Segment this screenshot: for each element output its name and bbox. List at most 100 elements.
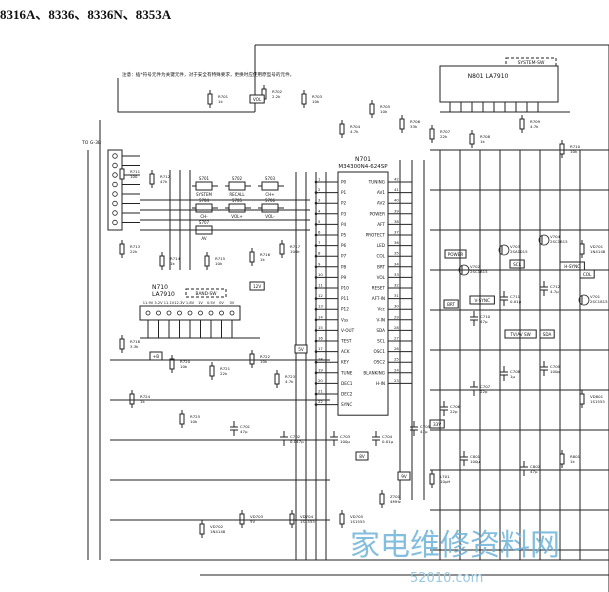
mcu-pin-left-label: P0 [341,180,347,185]
resistor-body [339,123,345,135]
transistor-body [538,234,550,246]
component-value: 10k [570,149,578,154]
regulator-pin [229,310,235,316]
mcu-pin-left-label: P8 [341,264,347,269]
net-label: SDA [543,332,552,337]
resistor-body [369,103,375,115]
net-label-box [294,344,308,354]
net-label-box [444,249,467,259]
mcu-pin-right-label: RESET [372,286,386,291]
component-value: 33k [410,124,418,129]
component-ref: R801 [570,454,581,459]
connector-pin [112,191,118,197]
mcu-pin-number: 17 [318,346,323,351]
mcu-pin-right-label: BRT [377,264,385,269]
component-ref: V701 [590,294,601,299]
component-ref: R714 [170,256,181,261]
mcu-pin-number: 13 [318,304,323,309]
net-label: 9V [401,474,407,479]
mcu-pin-left-label: P9 [341,275,347,280]
component-ref: R704 [350,124,361,129]
key-switch-ref: S703 [265,176,276,181]
component-value: 2SC1815 [470,269,488,274]
key-switch-recall [228,181,246,191]
mcu-part-label: M34300N4-624SP [338,164,388,170]
key-switch-label: AV [201,236,206,241]
component-value: 22p [450,409,458,414]
mcu-pin-right-label: AFT-IN [372,296,385,301]
component-ref: C801 [470,454,481,459]
net-label-box [249,281,265,291]
mcu-pin-left-label: SYNC [341,402,352,407]
component-value: 100p [550,369,560,374]
mcu-pin-left-label: P6 [341,243,347,248]
component-value: 5V [250,519,255,524]
component-ref: Z701 [390,494,401,499]
mcu-pin-number: 21 [318,389,323,394]
component-ref: C712 [550,284,561,289]
mcu-pin-number: 10 [318,272,323,277]
mcu-pin-right-label: LED [377,243,385,248]
mcu-pin-right-label: V-IN [377,317,386,322]
net-label: 5V [298,347,304,352]
mcu-pin-right-label: AV2 [377,201,385,206]
component-value: 1k [140,399,145,404]
regulator-n801-label: N801 LA7910 [468,73,509,80]
component-value: 10k [312,99,320,104]
component-ref: R710 [570,144,581,149]
resistor-body [274,373,280,385]
regulator-pin-voltage: 0V [219,301,224,305]
regulator-pin-voltage: 1.8V [186,301,195,305]
mcu-pin-right-label: AV1 [377,190,385,195]
mcu-pin-left-label: P3 [341,211,347,216]
component-value: 0.01μ [510,299,522,304]
mcu-pin-number: 19 [318,367,323,372]
transistor-body [578,294,590,306]
band-sw-box [185,288,227,298]
net-label-box [429,419,445,429]
key-switch-label: SYSTEM [196,192,212,197]
component-ref: VD703 [250,514,264,519]
resistor-body [559,143,565,155]
component-ref: R709 [530,119,541,124]
component-ref: R708 [480,134,491,139]
mcu-pin-right-label: VOL [377,275,386,280]
resistor-body [519,118,525,130]
mcu-pin-number: 33 [394,272,399,277]
mcu-pin-left-label: TUNE [340,370,353,375]
mcu-pin-left-label: TEST [340,339,352,344]
mcu-pin-number: 18 [318,357,323,362]
mcu-pin-right-label: POWER [369,211,385,216]
mcu-pin-left-label: KEY [341,360,349,365]
mcu-pin-number: 38 [394,219,399,224]
connector-xs701-label: TO G-3B [81,140,101,146]
component-ref: R706 [410,119,421,124]
component-ref: V704 [550,234,561,239]
mcu-pin-right-label: H-IN [376,381,385,386]
resistor-body [129,393,135,405]
regulator-pin-voltage: 3.2V [154,301,163,305]
connector-pin [112,200,118,207]
mcu-pin-number: 25 [394,357,399,362]
mcu-pin-number: 35 [394,251,399,256]
net-label: V-SYNC [474,298,489,303]
safety-note-text: 注意：插*符号元件为关键元件，对于安全有特殊要求，更换时应使用原型号的元件。 [122,71,294,78]
mcu-pin-right-label: OSC1 [373,349,385,354]
